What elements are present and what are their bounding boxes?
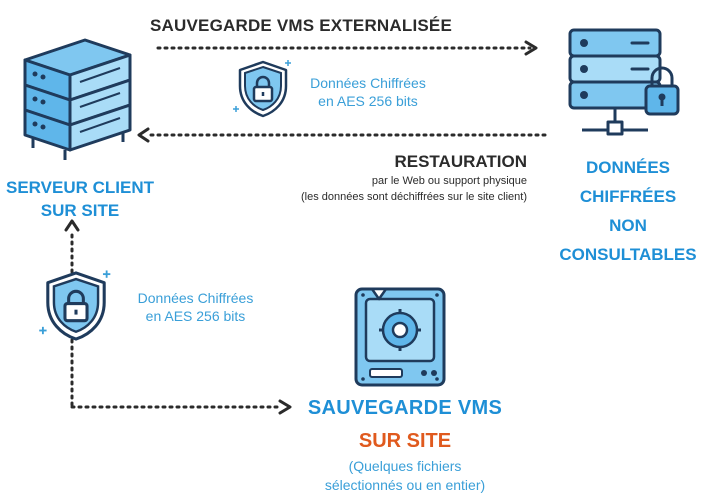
client-server-line1: SERVEUR CLIENT xyxy=(6,178,154,197)
onsite-backup-note-line1: (Quelques fichiers xyxy=(348,458,462,474)
restore-arrow-head xyxy=(137,127,150,143)
restoration-title: RESTAURATION xyxy=(394,152,527,171)
server-stack-icon xyxy=(23,38,132,160)
shield-lock-icon xyxy=(39,270,111,341)
restoration-line2: (les données sont déchiffrées sur le sit… xyxy=(300,191,527,203)
encryption-top-label: Données Chiffrées en AES 256 bits xyxy=(293,74,443,110)
onsite-backup-note: (Quelques fichiers sélectionnés ou en en… xyxy=(280,457,530,495)
shield-lock-icon xyxy=(233,60,291,118)
remote-server-lock-icon xyxy=(568,28,680,136)
remote-data-label: DONNÉES CHIFFRÉES NON CONSULTABLES xyxy=(548,153,708,269)
encryption-left-line2: en AES 256 bits xyxy=(145,308,246,324)
external-backup-title: SAUVEGARDE VMS EXTERNALISÉE xyxy=(150,16,453,35)
remote-data-line1: DONNÉES xyxy=(585,158,671,177)
restoration-line1: par le Web ou support physique xyxy=(371,175,527,187)
encryption-left-label: Données Chiffrées en AES 256 bits xyxy=(118,289,273,325)
encryption-left-line1: Données Chiffrées xyxy=(137,290,254,306)
hard-drive-icon xyxy=(354,287,446,387)
encryption-top-line2: en AES 256 bits xyxy=(318,93,418,109)
backup-arrow-head xyxy=(524,40,538,56)
remote-data-line3: NON xyxy=(609,216,647,235)
onsite-arrow-head-up xyxy=(64,219,80,232)
onsite-arrow-head-right xyxy=(278,399,292,415)
onsite-backup-title: SAUVEGARDE VMS xyxy=(307,397,503,419)
remote-data-line4: CONSULTABLES xyxy=(559,245,697,264)
client-server-label: SERVEUR CLIENT SUR SITE xyxy=(0,176,160,222)
onsite-backup-note-line2: sélectionnés ou en entier) xyxy=(324,477,486,493)
onsite-backup-subtitle: SUR SITE xyxy=(358,430,452,452)
remote-data-line2: CHIFFRÉES xyxy=(579,187,677,206)
encryption-top-line1: Données Chiffrées xyxy=(310,75,426,91)
client-server-line2: SUR SITE xyxy=(40,201,120,220)
